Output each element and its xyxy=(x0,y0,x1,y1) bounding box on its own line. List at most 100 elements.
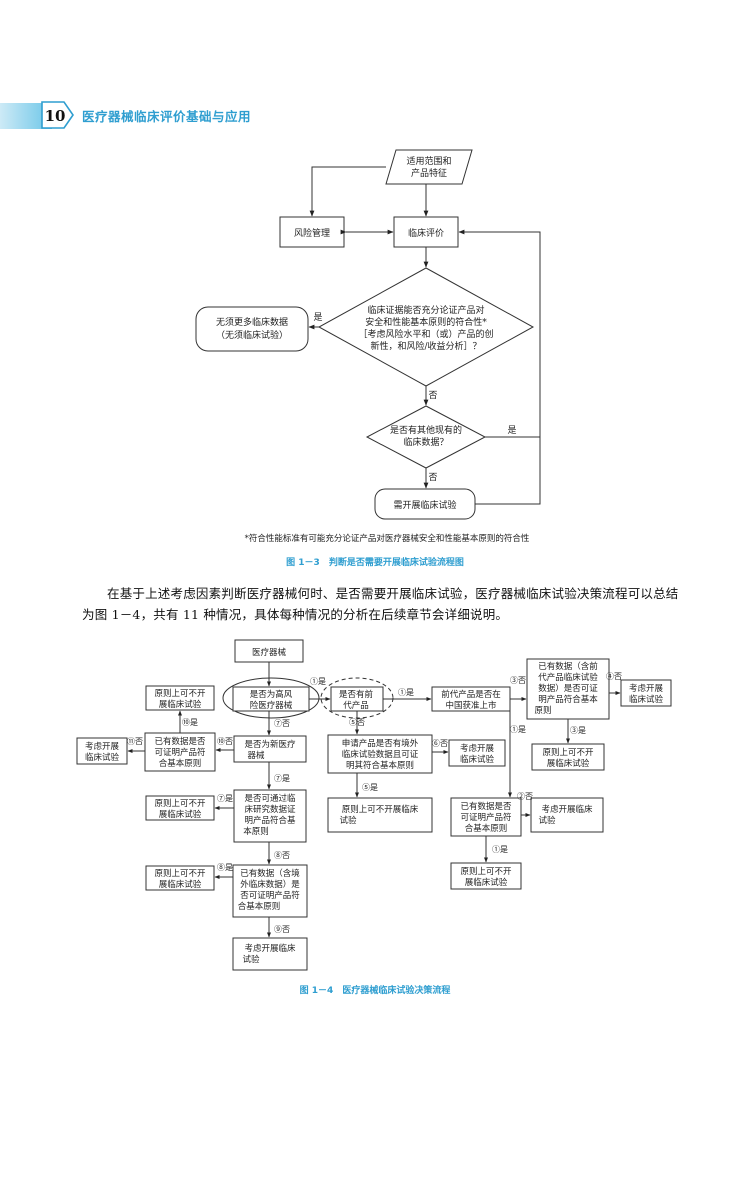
data-8-4: 合基本原则 xyxy=(238,901,281,912)
prev-data-2: 代产品临床试验 xyxy=(538,672,598,683)
lbl-y5: ⑤是 xyxy=(362,783,378,792)
figure14-caption: 图 1－4 医疗器械临床试验决策流程 xyxy=(300,984,451,996)
risk-label: 风险管理 xyxy=(294,227,330,239)
no-trial-e-2: 展临床试验 xyxy=(159,809,202,820)
data-8-1: 已有数据（含境 xyxy=(240,868,300,879)
book-title: 医疗器械临床评价基础与应用 xyxy=(82,109,252,124)
lbl-n2: ②否 xyxy=(517,792,533,801)
overseas-box xyxy=(327,734,433,774)
new-device-box xyxy=(233,735,307,763)
no-trial-a-box xyxy=(145,685,215,711)
no-trial-f-2: 展临床试验 xyxy=(159,879,202,890)
diamond1-line-2: 安全和性能基本原则的符合性* xyxy=(365,316,487,328)
clinical-eval-label: 临床评价 xyxy=(408,227,444,239)
data-8-3: 否可证明产品符 xyxy=(240,890,300,901)
diamond1-line-4: 新性，和风险/收益分析］？ xyxy=(370,340,481,352)
no-trial-f-box xyxy=(145,865,215,891)
no-trial-a-2: 展临床试验 xyxy=(159,699,202,710)
lbl-y8: ⑧是 xyxy=(217,863,233,872)
diamond2-line-2: 临床数据？ xyxy=(403,436,448,448)
prev-gen-1: 是否有前 xyxy=(339,689,374,700)
overseas-2: 临床试验数据且可证 xyxy=(342,749,419,760)
prev-gen-2: 代产品 xyxy=(343,700,369,711)
lbl-n8: ⑧否 xyxy=(274,851,290,860)
data-2-box xyxy=(450,797,522,837)
prev-gen-box xyxy=(330,686,384,712)
data-2-1: 已有数据是否 xyxy=(460,801,512,812)
data-11-2: 可证明产品符 xyxy=(154,747,205,758)
data-11-3: 合基本原则 xyxy=(159,758,202,769)
lbl-y1b: ①是 xyxy=(398,688,414,697)
consider-a-1: 考虑开展 xyxy=(629,683,664,694)
no-trial-d-1: 原则上可不开 xyxy=(460,866,512,877)
lbl-y7: ⑦是 xyxy=(274,774,290,783)
data-2-3: 合基本原则 xyxy=(465,823,508,834)
no-trial-a-1: 原则上可不开 xyxy=(154,688,206,699)
scope-line-1: 适用范围和 xyxy=(406,155,451,167)
scope-parallelogram xyxy=(385,149,473,185)
figure13-caption: 图 1－3 判断是否需要开展临床试验流程图 xyxy=(286,556,464,568)
new-device-2: 器械 xyxy=(247,750,265,761)
no-label-2: 否 xyxy=(428,472,437,483)
page-number-badge: 10 xyxy=(41,101,74,129)
consider-c-2: 临床试验 xyxy=(460,754,495,765)
consider-trial-b-box xyxy=(76,737,128,765)
no-trial-e-box xyxy=(145,795,215,821)
lbl-y7b: ⑦是 xyxy=(217,794,233,803)
diamond2-line-1: 是否有其他现有的 xyxy=(390,424,462,436)
data-11-box xyxy=(144,732,216,772)
no-more-line-2: （无须临床试验） xyxy=(216,329,288,341)
lbl-n10: ⑩否 xyxy=(217,737,233,746)
overseas-3: 明其符合基本原则 xyxy=(346,760,414,771)
prev-data-box xyxy=(526,658,610,720)
prev-data-1: 已有数据（含前 xyxy=(538,661,598,672)
study-data-box xyxy=(233,789,307,843)
data-2-2: 可证明产品符 xyxy=(460,812,511,823)
lbl-y1: ①是 xyxy=(310,677,326,686)
prev-china-box xyxy=(431,686,511,712)
risk-box xyxy=(279,216,345,248)
diamond1-line-3: ［考虑风险水平和（或）产品的创 xyxy=(358,328,493,340)
consider-trial-d-box xyxy=(530,797,604,833)
high-risk-1: 是否为高风 xyxy=(250,689,293,700)
data-8-box xyxy=(232,864,308,918)
no-trial-f-1: 原则上可不开 xyxy=(154,868,206,879)
new-device-1: 是否为新医疗 xyxy=(244,739,296,750)
no-trial-d-2: 展临床试验 xyxy=(465,877,508,888)
scope-line-2: 产品特征 xyxy=(411,167,447,179)
study-data-3: 明产品符合基 xyxy=(244,815,296,826)
prev-data-4: 明产品符合基本 xyxy=(538,694,598,705)
study-data-1: 是否可通过临 xyxy=(244,793,296,804)
consider-c-1: 考虑开展 xyxy=(460,743,495,754)
consider-b-1: 考虑开展 xyxy=(85,741,120,752)
consider-e-1: 考虑开展临床 xyxy=(244,943,296,954)
yes-label-2: 是 xyxy=(507,425,516,436)
consider-trial-a-box xyxy=(620,679,672,707)
figure-1-3: 适用范围和 产品特征 风险管理 临床评价 无须更多临床数据 （无须临床试验） 临… xyxy=(195,149,541,568)
data-11-1: 已有数据是否 xyxy=(154,736,206,747)
consider-e-2: 试验 xyxy=(242,954,260,965)
no-trial-c-1: 原则上可不开展临床 xyxy=(342,804,419,815)
prev-data-5: 原则 xyxy=(534,705,551,716)
consider-d-1: 考虑开展临床 xyxy=(541,804,593,815)
lbl-n6: ⑥否 xyxy=(432,739,448,748)
page-number: 10 xyxy=(45,107,66,125)
figure13-footnote: *符合性能标准有可能充分论证产品对医疗器械安全和性能基本原则的符合性 xyxy=(245,533,530,544)
no-more-box xyxy=(195,306,309,352)
overseas-1: 申请产品是否有境外 xyxy=(342,738,419,749)
diamond1-line-1: 临床证据能否充分论证产品对 xyxy=(367,304,484,316)
no-trial-b-2: 展临床试验 xyxy=(547,758,590,769)
consider-trial-c-box xyxy=(448,739,506,767)
consider-b-2: 临床试验 xyxy=(85,752,120,763)
lbl-y1c: ①是 xyxy=(510,725,526,734)
no-trial-b-1: 原则上可不开 xyxy=(542,747,594,758)
consider-trial-e-box xyxy=(232,937,308,971)
yes-label-1: 是 xyxy=(313,312,322,323)
prev-china-2: 中国获准上市 xyxy=(445,700,497,711)
prev-china-1: 前代产品是否在 xyxy=(441,689,501,700)
lbl-n5: ⑤否 xyxy=(349,718,365,727)
body-paragraph: 在基于上述考虑因素判断医疗器械何时、是否需要开展临床试验，医疗器械临床试验决策流… xyxy=(82,586,679,622)
no-more-line-1: 无须更多临床数据 xyxy=(216,316,288,328)
lbl-n11: ⑪否 xyxy=(127,737,143,746)
